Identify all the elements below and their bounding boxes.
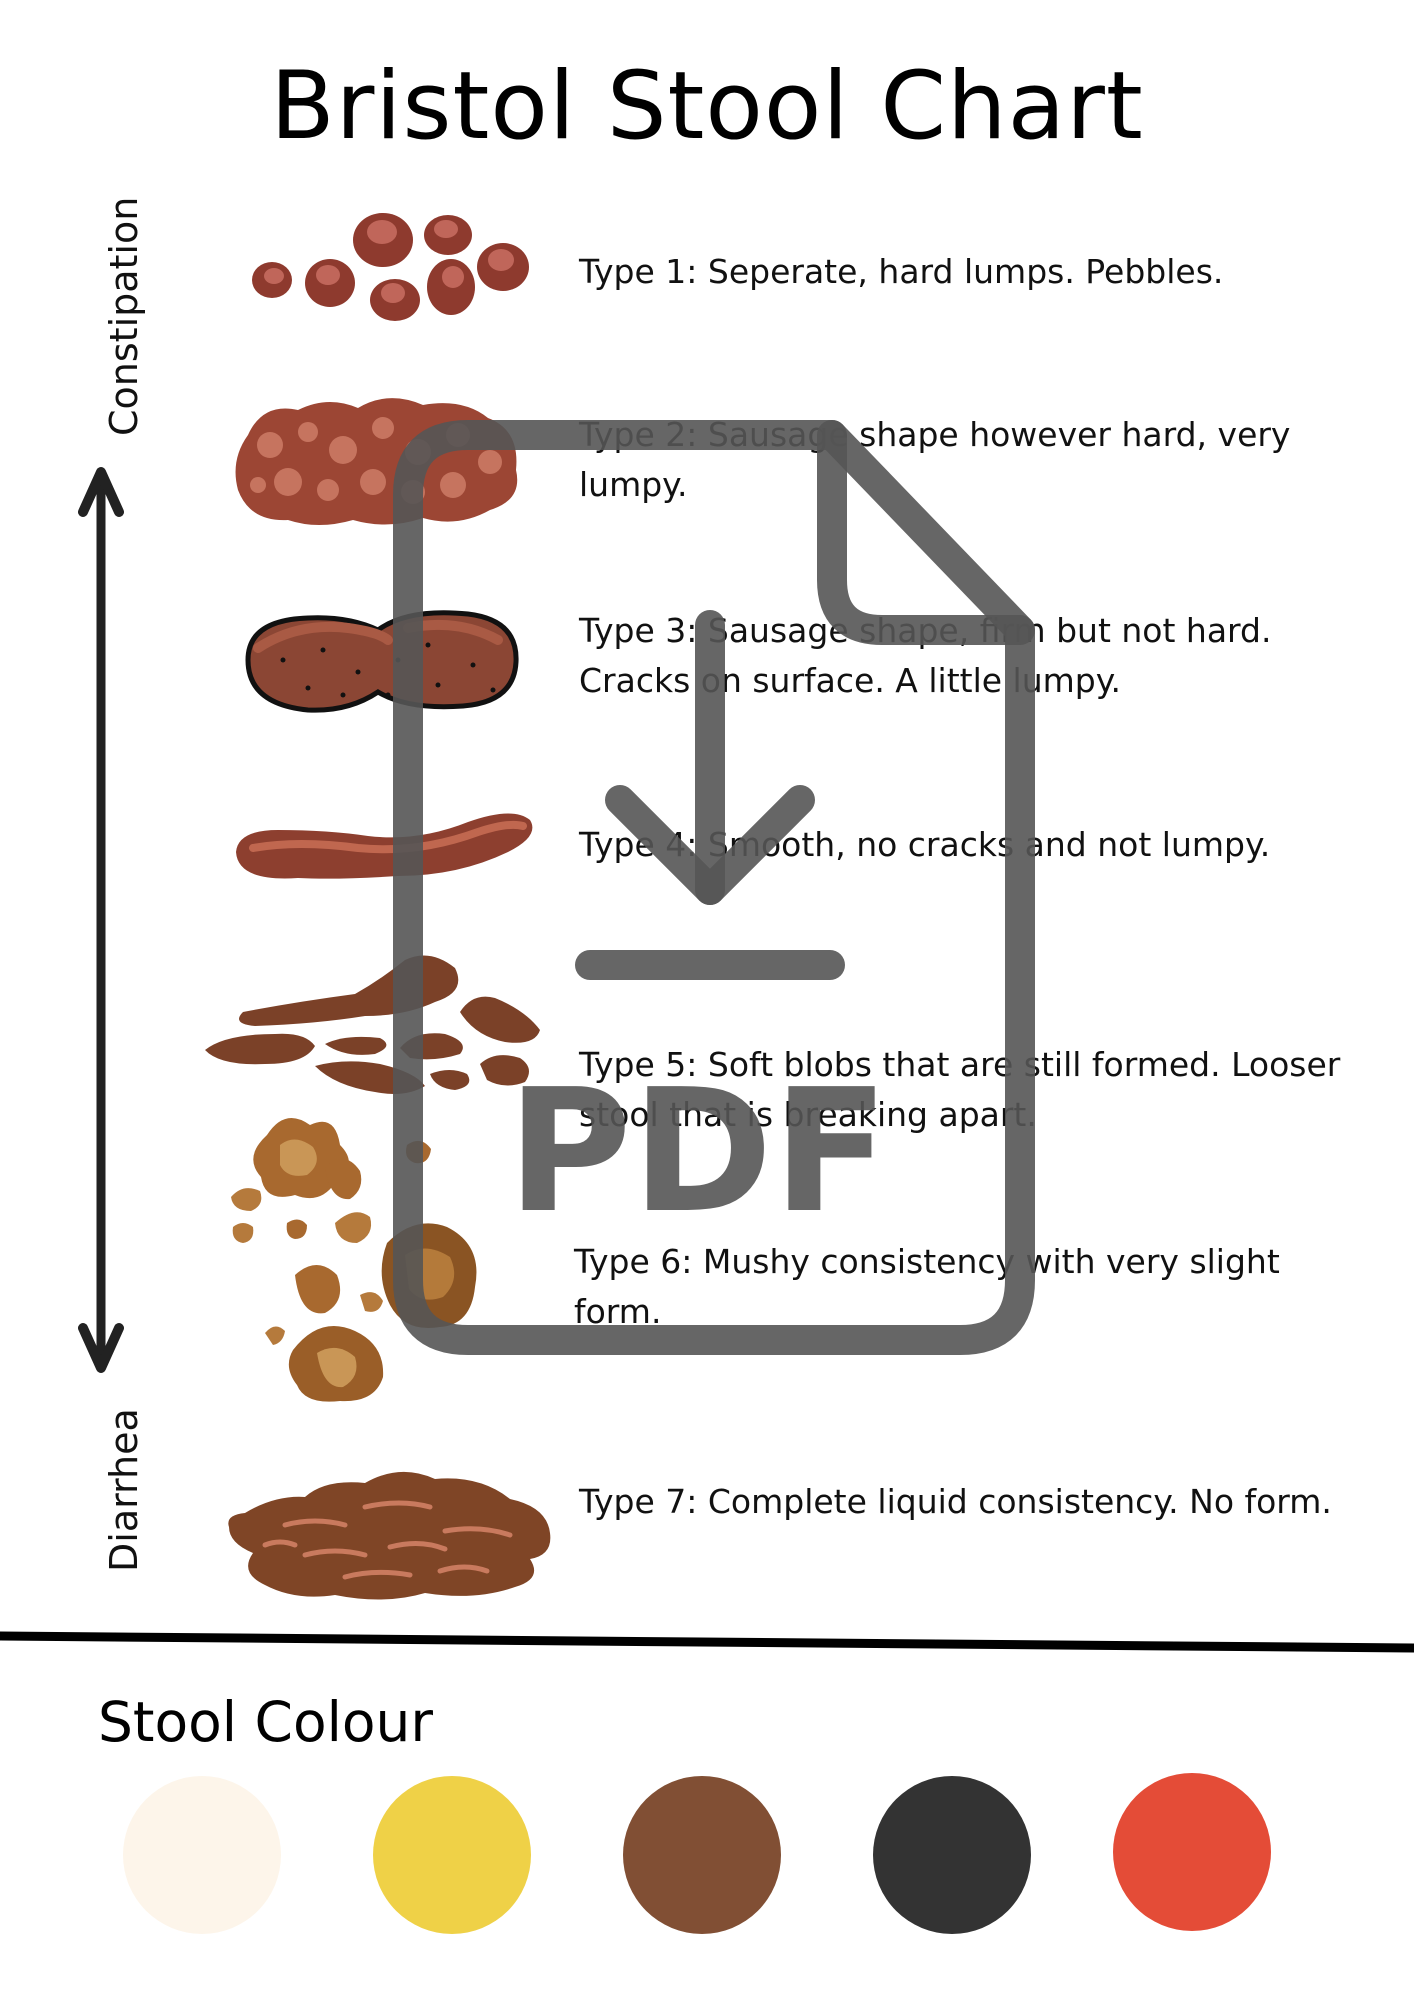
section-divider [0,1631,1414,1653]
colour-swatch-cream [123,1776,281,1934]
colour-swatch-brown [623,1776,781,1934]
type-5-stool-icon [205,955,540,1094]
type-3-stool-icon [245,610,519,713]
type-6-description: Type 6: Mushy consistency with very slig… [574,1242,1280,1331]
type-1-stool-icon [252,213,529,321]
stool-colour-title: Stool Colour [98,1690,433,1754]
type-3-description: Type 3: Sausage shape, firm but not hard… [579,611,1272,700]
type-5-description: Type 5: Soft blobs that are still formed… [579,1045,1341,1134]
type-7-description: Type 7: Complete liquid consistency. No … [579,1482,1332,1521]
type-2-stool-icon [235,398,518,525]
diarrhea-label: Diarrhea [102,1408,146,1572]
page-title: Bristol Stool Chart [270,52,1144,161]
type-4-stool-icon [236,813,533,879]
colour-swatch-red [1113,1773,1271,1931]
colour-swatch-yellow [373,1776,531,1934]
type-1-description: Type 1: Seperate, hard lumps. Pebbles. [579,252,1224,291]
colour-swatch-black [873,1776,1031,1934]
constipation-label: Constipation [102,196,146,436]
type-4-description: Type 4: Smooth, no cracks and not lumpy. [579,825,1271,864]
type-2-description: Type 2: Sausage shape however hard, very… [579,415,1291,504]
type-6-stool-icon [231,1117,477,1402]
double-arrow-icon [78,467,124,1373]
type-7-stool-icon [228,1471,551,1600]
